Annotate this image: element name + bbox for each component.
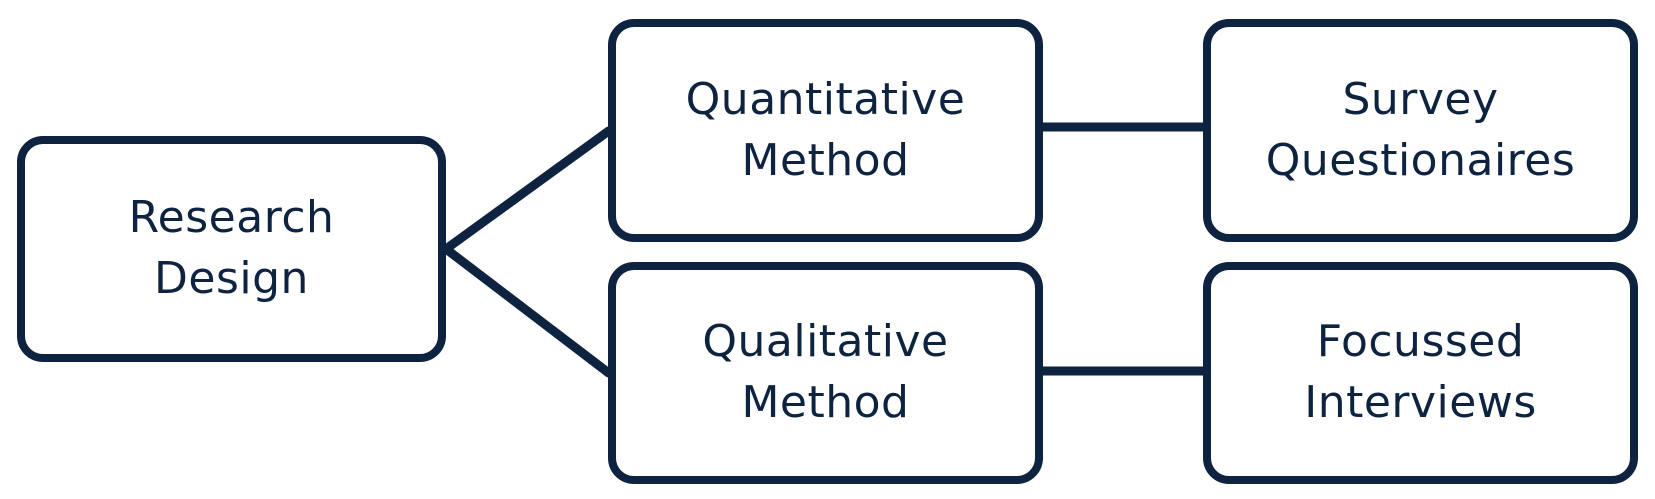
connector-research-to-qualitative (443, 245, 613, 378)
node-survey-questionaires-line2: Questionaires (1265, 134, 1576, 186)
node-qualitative-method-label: Qualitative Method (702, 312, 948, 433)
node-focussed-interviews-label: Focussed Interviews (1304, 312, 1537, 433)
node-research-design-label: Research Design (129, 188, 335, 309)
connector-research-to-quantitative (443, 126, 613, 253)
node-qualitative-method-line2: Method (741, 377, 910, 428)
node-qualitative-method: Qualitative Method (608, 262, 1043, 484)
node-focussed-interviews: Focussed Interviews (1203, 262, 1638, 484)
node-research-design: Research Design (17, 136, 446, 362)
node-survey-questionaires: Survey Questionaires (1203, 19, 1638, 242)
node-quantitative-method-line1: Quantitative (685, 73, 966, 125)
node-quantitative-method-label: Quantitative Method (686, 70, 966, 191)
node-research-design-line2: Design (154, 253, 309, 304)
node-survey-questionaires-label: Survey Questionaires (1266, 70, 1576, 191)
node-focussed-interviews-line2: Interviews (1304, 377, 1537, 428)
node-survey-questionaires-line1: Survey (1342, 73, 1499, 125)
node-qualitative-method-line1: Qualitative (702, 316, 949, 368)
node-quantitative-method-line2: Method (741, 134, 910, 186)
node-research-design-line1: Research (128, 192, 335, 244)
node-quantitative-method: Quantitative Method (608, 19, 1043, 242)
node-focussed-interviews-line1: Focussed (1316, 316, 1525, 368)
